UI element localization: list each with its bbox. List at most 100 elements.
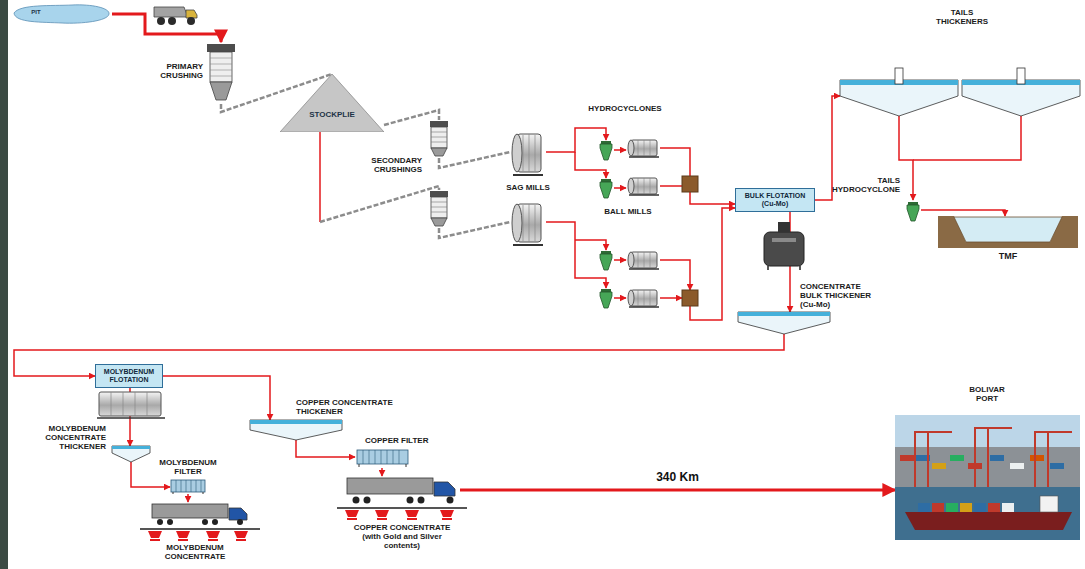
- port-photo: [990, 455, 1004, 461]
- port-photo: [960, 503, 972, 512]
- concentrate-truck: [152, 504, 228, 518]
- flow-line: [614, 259, 626, 261]
- equipment-label: CONCENTRATE BULK THICKENER (Cu-Mo): [800, 282, 880, 310]
- flow-arrow: [112, 14, 221, 42]
- haul-truck: [157, 17, 165, 25]
- primary-crusher: PRIMARY CRUSHING: [205, 42, 237, 104]
- hydrocyclone-icon: [600, 141, 919, 308]
- equipment-label: PIT: [31, 9, 40, 16]
- thickener-tank: [250, 420, 342, 424]
- port-photo: [988, 503, 1000, 512]
- cu-tank: COPPER CONCENTRATE THICKENER: [250, 420, 342, 440]
- flow-arrow: [163, 376, 270, 420]
- port-photo: [932, 503, 944, 512]
- flow-line: [660, 260, 690, 290]
- stockpile-heap: STOCKPLIE: [280, 74, 384, 132]
- equipment-label: STOCKPLIE: [309, 110, 355, 119]
- conveyor-belt: [439, 222, 510, 238]
- concentrate-truck: [347, 478, 433, 494]
- haul-truck: [168, 17, 176, 25]
- secondary-crusher-icon: [430, 121, 448, 156]
- rail-platform: [440, 510, 454, 520]
- thickener-tank: [895, 68, 903, 84]
- sag-mill-icon: [512, 134, 543, 175]
- sag-mill: SAG MILLS: [510, 130, 546, 178]
- equipment-label: HYDROCYCLONES: [588, 104, 661, 113]
- concentrate-truck: [167, 519, 173, 525]
- ball-mill-icon: [628, 290, 659, 307]
- port-photo: [1030, 455, 1044, 461]
- concentrate-truck: [212, 519, 218, 525]
- concentrate-truck: [157, 519, 163, 525]
- flotation-box: MOLYBDENUM FLOTATION: [95, 364, 163, 388]
- rail-platform: [405, 510, 419, 520]
- port-photo: [950, 455, 964, 461]
- moly-lorry: MOLYBDENUM CONCENTRATE: [150, 502, 250, 526]
- flow-line: [575, 240, 606, 250]
- ball-mill-icon: [628, 140, 659, 157]
- equipment-label: COPPER CONCENTRATE THICKENER: [296, 398, 401, 416]
- box-title: BULK FLOTATION (Cu-Mo): [740, 192, 810, 208]
- flotation-box: BULK FLOTATION (Cu-Mo): [735, 188, 815, 212]
- haul-truck: [154, 7, 197, 25]
- flotation-cell: [772, 238, 796, 242]
- thickener-tank: [112, 446, 150, 449]
- flotation-cell: [764, 222, 804, 270]
- equipment-label: TAILS HYDROCYCLONE: [832, 176, 900, 194]
- equipment-label: MOLYBDENUM FILTER: [159, 458, 216, 476]
- rail-platform: [345, 510, 359, 520]
- hydrocyclone-icon: [600, 141, 612, 160]
- rail-platform: [176, 531, 190, 541]
- rail-platform: [140, 528, 260, 530]
- equipment-label: TAILS THICKENERS: [936, 8, 988, 26]
- shape-outline: [280, 74, 384, 132]
- sump-box: [682, 176, 698, 192]
- port-photo: [900, 455, 914, 461]
- flow-arrow: [899, 116, 913, 200]
- conveyor-belt: [320, 186, 439, 222]
- bulk-tank: CONCENTRATE BULK THICKENER (Cu-Mo): [738, 312, 830, 334]
- equipment-label: BALL MILLS: [604, 207, 651, 216]
- flow-line: [319, 132, 321, 222]
- flotation-cell: [764, 232, 804, 266]
- flow-arrow: [187, 494, 189, 502]
- flow-arrow: [381, 468, 383, 476]
- harbour-photo: BOLIVAR PORT: [895, 415, 1080, 540]
- rail-platform: [206, 531, 220, 541]
- haul-truck: [154, 7, 188, 17]
- rail-platform: [337, 507, 467, 509]
- box-title: MOLYBDENUM FLOTATION: [100, 368, 158, 384]
- port-photo: [915, 432, 952, 487]
- port-photo: [915, 428, 1072, 487]
- cyclone-unit: HYDROCYCLONES: [598, 140, 614, 162]
- flotation-cell: [99, 392, 161, 416]
- thickener-tank: [112, 446, 150, 462]
- moly-tank: MOLYBDENUM CONCENTRATE THICKENER: [112, 446, 150, 462]
- filter-press: [171, 480, 205, 492]
- hydrocyclone-icon: [600, 251, 612, 270]
- flow-arrow: [815, 96, 840, 200]
- concentrate-truck: [152, 478, 455, 525]
- equipment-label: PRIMARY CRUSHING: [160, 62, 203, 80]
- port-photo: [895, 487, 1080, 540]
- hydrocyclone-icon: [600, 289, 612, 308]
- shape-outline: [954, 217, 1062, 242]
- concentrate-truck: [447, 497, 454, 504]
- port-photo: [932, 463, 946, 469]
- port-photo: [974, 503, 986, 512]
- flow-arrow: [614, 149, 626, 151]
- port-photo: [1035, 432, 1072, 487]
- sag-mill-icon: [512, 204, 543, 245]
- primary-crusher-icon: [210, 82, 232, 100]
- ball-mill-icon: [628, 140, 659, 307]
- distance-label: 340 Km: [653, 470, 702, 484]
- rail-platform: [234, 531, 248, 541]
- thickener-tank: [250, 420, 342, 440]
- concentrate-truck: [237, 519, 243, 525]
- primary-crusher-icon: [207, 44, 235, 52]
- flow-line: [660, 297, 682, 299]
- tails-tank: TAILS THICKENERS: [840, 76, 958, 116]
- shape-outline: [280, 74, 384, 132]
- cu-press: COPPER FILTER: [355, 448, 410, 468]
